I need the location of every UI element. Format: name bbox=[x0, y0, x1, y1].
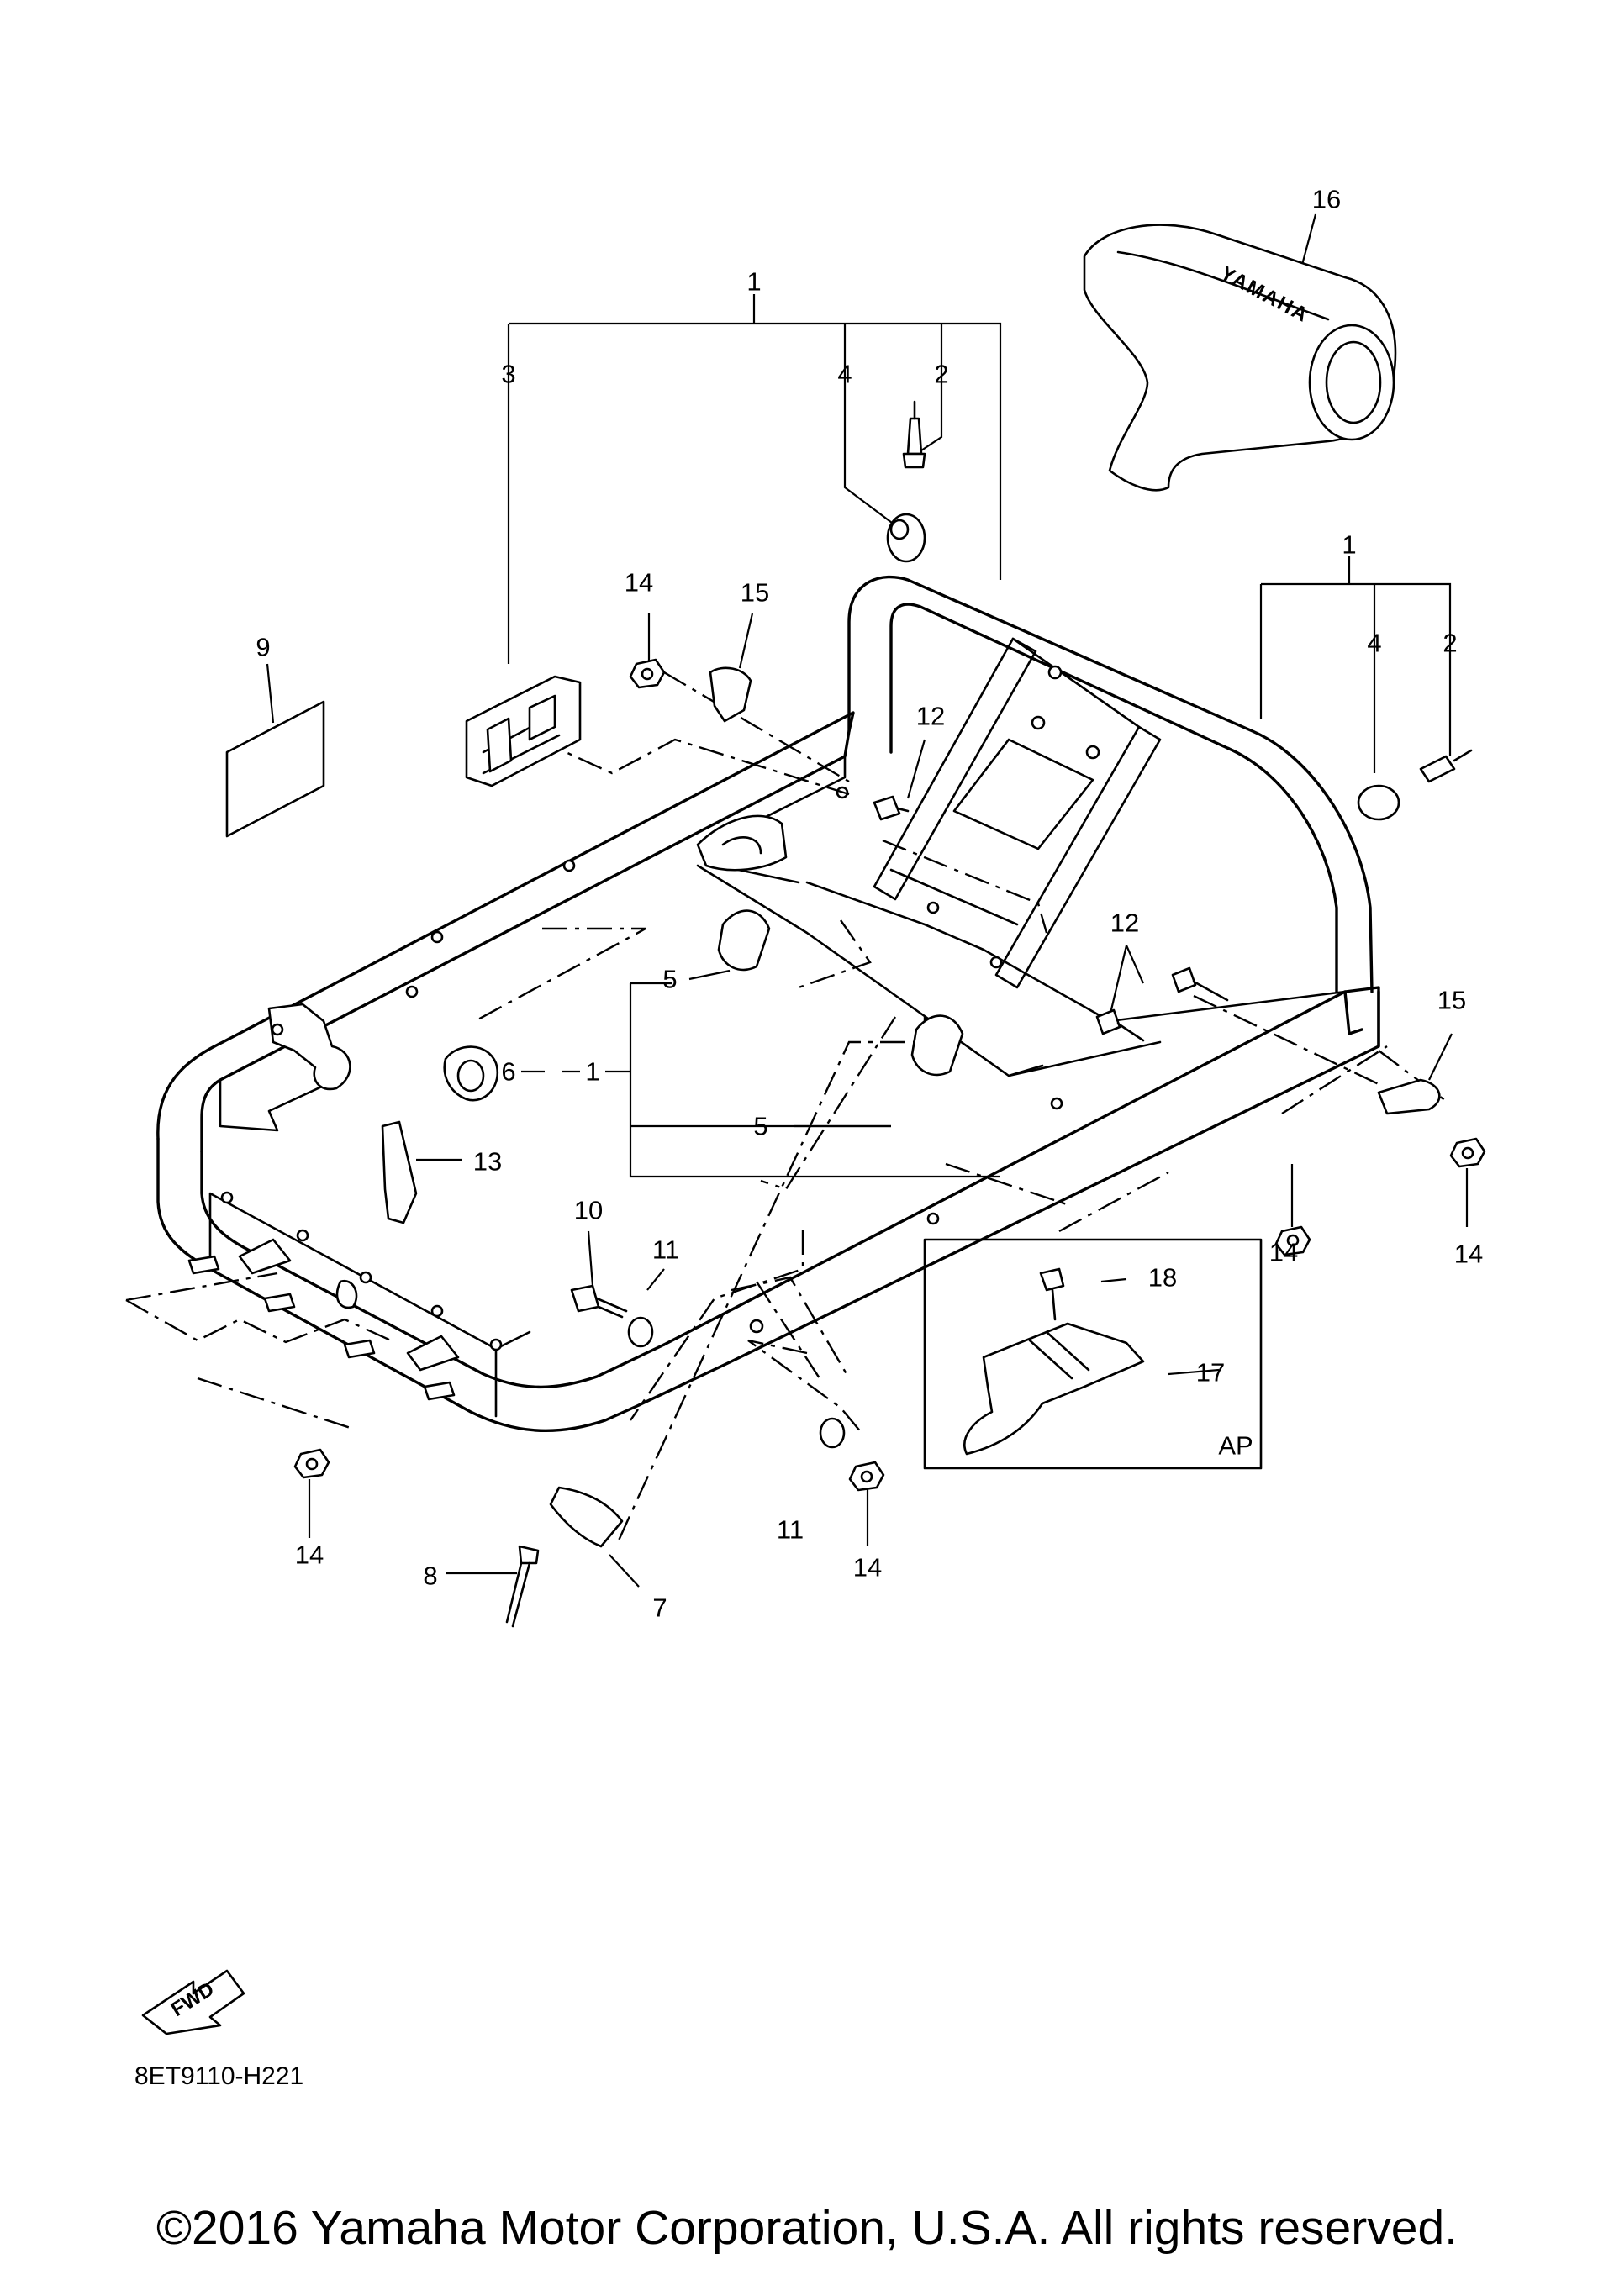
callout-5-lower: 5 bbox=[753, 1112, 767, 1141]
handle-cover: YAMAHA bbox=[1083, 224, 1397, 492]
callout-1-top: 1 bbox=[746, 267, 761, 297]
callout-13: 13 bbox=[473, 1147, 502, 1177]
diagram-code: 8ET9110-H221 bbox=[134, 2062, 303, 2090]
callout-8: 8 bbox=[423, 1561, 437, 1591]
callout-4-right: 4 bbox=[1367, 629, 1381, 658]
callout-14-bottom: 14 bbox=[853, 1553, 882, 1582]
fwd-arrow-icon: FWD bbox=[141, 1969, 245, 2035]
callout-3: 3 bbox=[501, 360, 515, 389]
callout-9: 9 bbox=[256, 633, 270, 662]
callout-11-lower: 11 bbox=[777, 1515, 804, 1545]
frame-assembly bbox=[156, 711, 1380, 1433]
callout-14-left: 14 bbox=[295, 1540, 324, 1570]
handle-pole bbox=[847, 575, 1374, 993]
callout-10: 10 bbox=[574, 1196, 603, 1225]
callout-2-top: 2 bbox=[934, 360, 948, 389]
callout-14-far-right: 14 bbox=[1454, 1240, 1483, 1269]
callout-15-left: 15 bbox=[741, 578, 769, 608]
callout-6: 6 bbox=[501, 1057, 515, 1087]
leader-lines bbox=[266, 213, 1469, 1588]
callout-17: 17 bbox=[1196, 1358, 1225, 1388]
callout-11-upper: 11 bbox=[652, 1235, 679, 1265]
callout-12-right: 12 bbox=[1110, 908, 1139, 938]
callout-7: 7 bbox=[652, 1593, 667, 1623]
callout-16: 16 bbox=[1312, 185, 1341, 214]
inset-label-ap: AP bbox=[1218, 1431, 1253, 1461]
fasteners bbox=[187, 400, 1486, 1628]
assembly-axis-lines bbox=[125, 671, 1447, 1543]
callout-15-right: 15 bbox=[1437, 986, 1466, 1015]
callout-2-right: 2 bbox=[1443, 629, 1457, 658]
callout-18: 18 bbox=[1148, 1263, 1177, 1293]
callout-5-upper: 5 bbox=[662, 965, 677, 994]
ap-inset: AP bbox=[923, 1238, 1263, 1470]
callout-4-top: 4 bbox=[837, 360, 852, 389]
copyright-footer: ©2016 Yamaha Motor Corporation, U.S.A. A… bbox=[156, 2201, 1458, 2255]
callout-1-right: 1 bbox=[1342, 530, 1356, 560]
callout-1-mid: 1 bbox=[585, 1057, 599, 1087]
callout-12-left: 12 bbox=[916, 702, 945, 731]
callouts: 1 3 4 2 16 1 4 2 14 15 9 12 12 15 5 6 1 … bbox=[256, 185, 1483, 1623]
callout-14-mid-right: 14 bbox=[1269, 1238, 1298, 1267]
callout-14-top: 14 bbox=[625, 568, 653, 598]
